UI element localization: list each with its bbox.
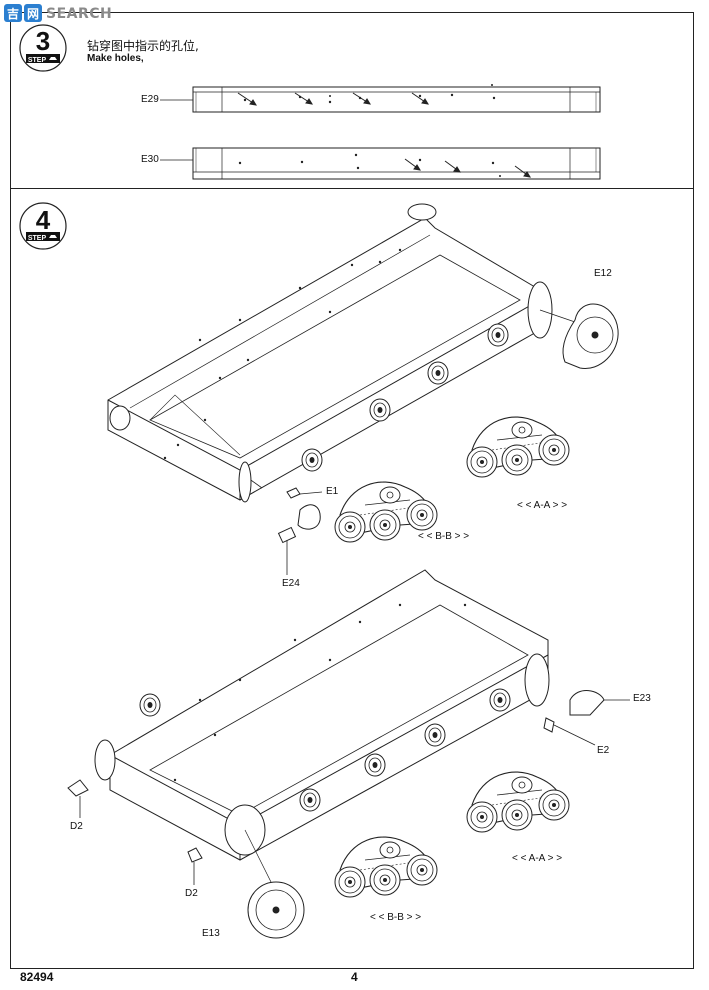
label-bb-upper: < < B-B > > bbox=[418, 531, 470, 542]
step-divider bbox=[10, 188, 694, 189]
label-e23: E23 bbox=[633, 693, 651, 704]
part-e30-drawing bbox=[160, 147, 601, 180]
kit-number: 82494 bbox=[20, 970, 54, 984]
lower-hull-drawing bbox=[67, 569, 630, 939]
page-frame bbox=[10, 12, 694, 969]
label-aa-lower: < < A-A > > bbox=[512, 853, 563, 864]
svg-text:STEP: STEP bbox=[28, 235, 47, 242]
label-d2-left: D2 bbox=[70, 821, 83, 832]
step3-instruction-cn: 钻穿图中指示的孔位, bbox=[87, 39, 199, 53]
svg-text:3: 3 bbox=[36, 26, 50, 56]
watermark-char-1: 吉 bbox=[4, 4, 22, 22]
label-e30: E30 bbox=[141, 154, 159, 165]
upper-parts-small bbox=[277, 487, 323, 575]
watermark-text: SEARCH bbox=[46, 6, 113, 22]
label-bb-lower: < < B-B > > bbox=[370, 912, 422, 923]
watermark-char-2: 网 bbox=[24, 4, 42, 22]
part-e29-drawing bbox=[160, 84, 601, 113]
step3-instruction-en: Make holes, bbox=[87, 53, 144, 64]
label-e13: E13 bbox=[202, 928, 220, 939]
label-d2-center: D2 bbox=[185, 888, 198, 899]
svg-text:STEP: STEP bbox=[28, 57, 47, 64]
label-e24: E24 bbox=[282, 578, 300, 589]
lower-bogie-bb bbox=[335, 837, 437, 897]
svg-text:4: 4 bbox=[36, 205, 51, 235]
label-e29: E29 bbox=[141, 94, 159, 105]
upper-bogie-aa bbox=[467, 417, 569, 477]
page-number: 4 bbox=[351, 970, 358, 984]
step3-badge-icon: 3 STEP bbox=[19, 24, 67, 72]
label-e2: E2 bbox=[597, 745, 610, 756]
watermark-logo-icon: 吉 网 bbox=[4, 4, 42, 22]
label-aa-upper: < < A-A > > bbox=[517, 500, 568, 511]
label-e12: E12 bbox=[594, 268, 612, 279]
label-e1: E1 bbox=[326, 486, 339, 497]
lower-bogie-aa bbox=[467, 772, 569, 832]
step4-badge-icon: 4 STEP bbox=[19, 202, 67, 250]
